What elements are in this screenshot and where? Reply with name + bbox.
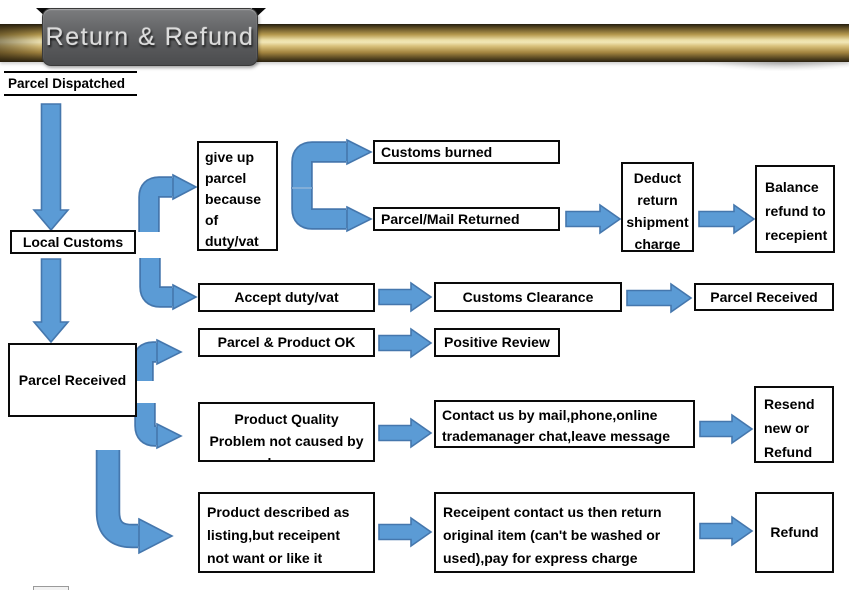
- page-title: Return & Refund: [45, 22, 255, 51]
- arrow-clearance-to-received: [626, 282, 693, 314]
- arrow-received-to-quality: [136, 403, 158, 445]
- arrow-customs-to-received: [32, 258, 70, 344]
- node-product-described: Product described as listing,but receipe…: [198, 492, 375, 573]
- node-positive-review: Positive Review: [434, 328, 560, 357]
- node-resend-refund: Resend new or Refund: [754, 386, 834, 463]
- node-parcel-received-right: Parcel Received: [694, 283, 834, 311]
- node-give-up-parcel: give up parcel because of duty/vat: [197, 141, 278, 251]
- node-customs-burned: Customs burned: [373, 140, 560, 164]
- arrowhead-customs-to-accept: [172, 283, 198, 311]
- node-parcel-product-ok: Parcel & Product OK: [198, 328, 375, 357]
- arrow-giveup-to-burned: [293, 143, 348, 189]
- node-accept-duty: Accept duty/vat: [198, 283, 375, 312]
- arrow-customs-to-accept: [141, 258, 174, 306]
- arrowhead-giveup-to-burned: [346, 138, 373, 166]
- node-refund: Refund: [755, 492, 834, 573]
- banner-shadow-swoosh: [705, 62, 849, 71]
- node-customs-clearance: Customs Clearance: [434, 282, 622, 312]
- arrow-ok-to-review: [378, 327, 433, 359]
- arrow-receipent-to-refund: [699, 515, 754, 547]
- arrowhead-received-to-ok: [156, 338, 183, 366]
- node-product-quality: Product Quality Problem not caused by bu…: [198, 402, 375, 462]
- cut-off-box-artifact: [33, 586, 69, 590]
- arrowhead-customs-to-giveup: [172, 173, 198, 201]
- title-tab: Return & Refund: [42, 8, 258, 66]
- heading-parcel-dispatched: Parcel Dispatched: [4, 71, 137, 96]
- node-receipent-contact: Receipent contact us then return origina…: [434, 492, 695, 573]
- node-local-customs: Local Customs: [10, 230, 136, 254]
- arrow-quality-to-contact: [378, 417, 433, 449]
- gold-banner-left-shade: [0, 24, 44, 62]
- arrow-dispatched-to-customs: [32, 103, 70, 232]
- arrow-received-to-described: [97, 450, 140, 547]
- node-contact-us: Contact us by mail,phone,online trademan…: [434, 400, 695, 448]
- arrowhead-received-to-quality: [156, 422, 183, 450]
- node-balance-refund: Balance refund to recepient: [755, 165, 835, 253]
- arrow-contact-to-resend: [699, 413, 754, 445]
- node-parcel-mail-returned: Parcel/Mail Returned: [373, 207, 560, 231]
- arrowhead-received-to-described: [138, 517, 174, 555]
- arrow-customs-to-giveup: [140, 178, 174, 232]
- arrow-giveup-to-returned: [293, 187, 348, 228]
- node-deduct-return-charge: Deduct return shipment charge: [621, 162, 694, 252]
- arrow-accept-to-clearance: [378, 281, 433, 313]
- arrow-described-to-receipent: [378, 516, 433, 548]
- arrow-deduct-to-balance: [698, 203, 756, 235]
- arrowhead-giveup-to-returned: [346, 205, 373, 233]
- arrow-returned-to-deduct: [565, 203, 622, 235]
- node-parcel-received-left: Parcel Received: [8, 343, 137, 417]
- arrow-received-to-ok: [134, 343, 158, 381]
